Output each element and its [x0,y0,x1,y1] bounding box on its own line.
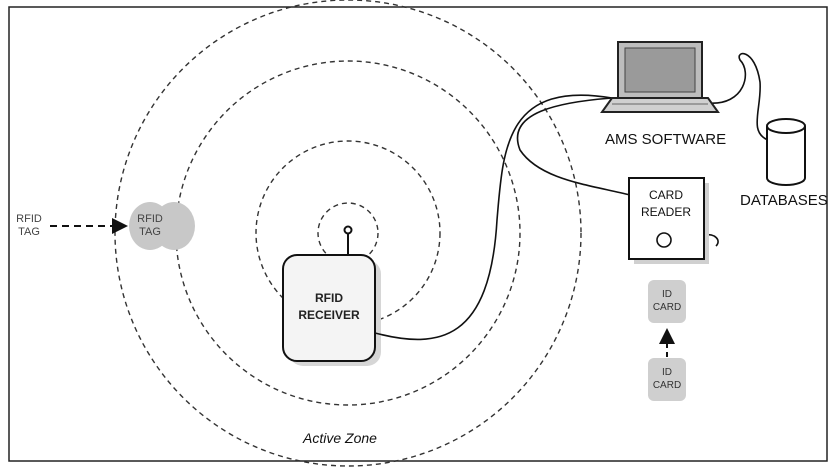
receiver-box [282,254,376,362]
active-zone-label: Active Zone [303,430,377,446]
rfid-tag-outside-line2: TAG [18,226,40,238]
card-reader-line1: CARD [648,188,684,202]
database-icon [766,118,806,186]
rfid-receiver-label: RFID RECEIVER [298,290,359,324]
card-reader-line2: READER [640,205,692,219]
antenna-tip [343,225,353,235]
ams-software-label: AMS SOFTWARE [605,131,727,148]
id-card-lower-line1: ID [662,367,672,378]
rfid-tag-inside-shape [129,202,171,250]
id-card-lower-label: ID CARD [653,366,681,392]
rfid-receiver-line2: RECEIVER [298,308,360,322]
id-card-upper-label: ID CARD [653,288,681,314]
databases-label: DATABASES [740,192,828,209]
rfid-receiver-line1: RFID [314,291,343,305]
card-reader-slot-icon [656,232,672,248]
rfid-tag-inside-line2: TAG [139,226,161,238]
laptop-to-reader-cable [516,97,631,196]
id-card-upper-shape [648,280,686,323]
id-card-lower-shape [648,358,686,401]
id-card-upper-line1: ID [662,289,672,300]
id-card-upper-line2: CARD [652,302,682,313]
laptop-to-database-cable [707,52,769,141]
card-reader-label: CARD READER [641,187,691,221]
rfid-tag-inside-line1: RFID [137,213,163,225]
laptop-icon [600,41,720,113]
rfid-tag-outside-line1: RFID [16,213,42,225]
diagram-border [8,6,828,462]
id-card-lower-line2: CARD [652,380,682,391]
rfid-tag-outside: RFID TAG [16,213,42,239]
rfid-tag-inside: RFID TAG [137,213,163,239]
receiver-to-laptop-cable [374,94,613,341]
